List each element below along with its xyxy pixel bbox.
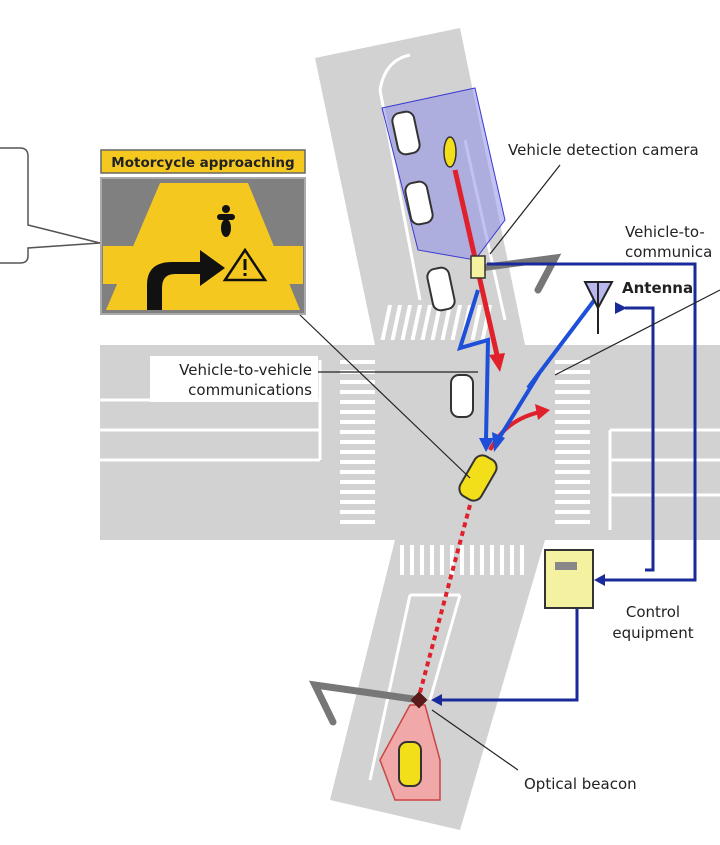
optical-beacon-icon <box>410 691 428 709</box>
v2i-label-line2: communica <box>625 243 712 261</box>
callout-bubble <box>0 147 101 264</box>
vehicle-car <box>404 180 434 226</box>
antenna-icon <box>583 281 614 334</box>
motorcycle <box>443 136 457 168</box>
camera-label: Vehicle detection camera <box>508 141 699 159</box>
right-turn-arrow-icon <box>147 250 225 310</box>
arrow-head <box>615 302 627 314</box>
v2i-signal-bolt <box>496 288 604 442</box>
leader-lines <box>299 164 720 771</box>
turning-vehicle <box>458 454 498 502</box>
camera-icon <box>470 255 486 279</box>
beacon-vehicle <box>398 741 422 787</box>
warning-icon <box>222 247 268 282</box>
label-background <box>150 356 318 402</box>
arrow-head <box>492 432 505 452</box>
in-vehicle-display: Motorcycle approaching <box>100 149 306 315</box>
turn-path-arrow <box>488 410 541 451</box>
arrow-head <box>594 574 605 586</box>
v2v-label-line1: Vehicle-to-vehicle <box>179 361 312 379</box>
arrow-head <box>535 404 550 420</box>
motorcycle-icon <box>217 205 235 237</box>
control-label-line2: equipment <box>612 624 693 642</box>
control-wiring <box>440 262 697 702</box>
vehicles <box>379 110 498 801</box>
beacon-label: Optical beacon <box>524 775 637 793</box>
arrow-head <box>479 438 494 452</box>
v2v-label-line2: communications <box>188 381 312 399</box>
arrow-head <box>431 694 442 706</box>
control-label-line1: Control <box>626 603 680 621</box>
antenna-label: Antenna <box>622 279 693 297</box>
vehicle-car <box>391 110 421 156</box>
vehicle-car <box>450 374 474 418</box>
display-title: Motorcycle approaching <box>111 155 294 171</box>
control-equipment-icon <box>544 549 594 609</box>
beacon-info-dotted-line <box>416 504 472 701</box>
v2v-signal-bolt <box>456 289 491 441</box>
v2i-label-line1: Vehicle-to- <box>625 223 705 241</box>
arrow-head <box>489 353 505 372</box>
vehicle-car <box>426 266 456 312</box>
